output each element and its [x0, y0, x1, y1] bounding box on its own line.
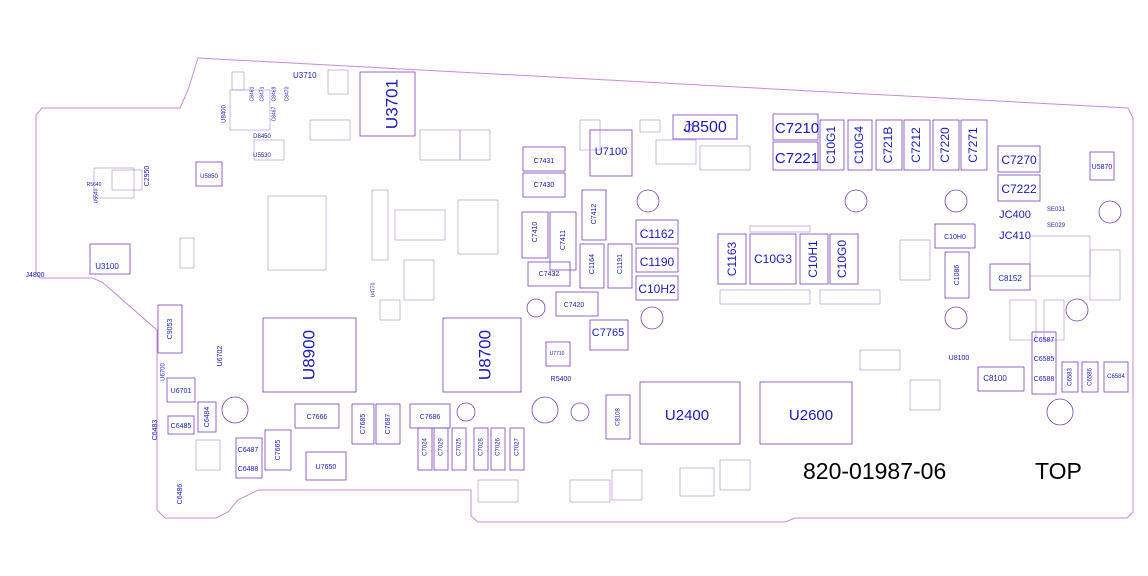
label-u7650: U7650 [316, 464, 337, 471]
label-u2400: U2400 [665, 407, 709, 424]
label-c7024: C7024 [423, 438, 429, 456]
label-c10g3: C10G3 [754, 252, 792, 266]
label-u3100: U3100 [95, 262, 119, 271]
label-u7100: U7100 [595, 146, 627, 158]
label-u5870: U5870 [1092, 164, 1113, 171]
label-c6585: C6585 [1034, 356, 1055, 363]
label-c6583: C6583 [1068, 368, 1074, 386]
label-u3710: U3710 [293, 71, 317, 80]
label-c10g4: C10G4 [852, 126, 866, 164]
label-c7431: C7431 [534, 158, 555, 165]
label-u5850: U5850 [200, 174, 218, 180]
label-u6700: U6700 [161, 363, 167, 381]
label-c8471: C8471 [259, 86, 265, 101]
label-c7685: C7685 [360, 414, 367, 435]
label-c7025: C7025 [457, 438, 463, 456]
label-c8470: C8470 [284, 86, 290, 101]
label-c1164: C1164 [589, 254, 596, 274]
label-u3701: U3701 [382, 79, 401, 129]
label-jc400: JC400 [999, 209, 1031, 221]
label-c9053: C9053 [167, 319, 174, 340]
label-c1086: C1086 [954, 265, 961, 286]
label-c7212: C7212 [909, 127, 923, 163]
label-u5540: U5540 [93, 188, 99, 203]
label-c7028: C7028 [479, 438, 485, 456]
label-c10h0: C10H0 [944, 234, 966, 241]
label-c7765: C7765 [592, 327, 624, 339]
label-c7222: C7222 [1001, 182, 1037, 196]
label-c6483: C6483 [152, 420, 159, 441]
label-u8100: U8100 [949, 355, 970, 362]
label-c8469: C8469 [271, 86, 277, 101]
label-j8500: J8500 [683, 119, 727, 136]
label-c721b: C721B [881, 127, 895, 164]
label-c7027: C7027 [515, 438, 521, 456]
label-c8108: C8108 [616, 408, 622, 426]
label-c10g0: C10G0 [835, 240, 849, 278]
label-j4800: J4800 [25, 272, 44, 279]
label-u8400: U8400 [222, 105, 228, 123]
label-c7686: C7686 [420, 414, 441, 421]
component-outlines [89, 71, 1129, 481]
label-c7271: C7271 [966, 127, 980, 163]
label-c6485: C6485 [171, 423, 192, 430]
label-c1191: C1191 [617, 254, 624, 274]
label-c6586: C6586 [1088, 368, 1094, 386]
label-c7412: C7412 [591, 204, 598, 225]
label-c8152: C8152 [998, 274, 1022, 283]
label-c7270: C7270 [1001, 153, 1037, 167]
label-c6488: C6488 [238, 466, 259, 473]
label-c10h1: C10H1 [806, 240, 820, 278]
label-r5640: R5640 [87, 182, 102, 188]
label-c10g1: C10G1 [824, 126, 838, 164]
mounting-holes [221, 123, 1122, 426]
label-c7221: C7221 [775, 150, 819, 167]
label-c6587: C6587 [1034, 337, 1055, 344]
label-u2600: U2600 [789, 407, 833, 424]
board-side-label: TOP [1035, 458, 1082, 484]
label-c8467: C8467 [271, 106, 277, 121]
component-labels: U3701 U3710 J8500 C7210 C7221 C10G1 C10G… [25, 71, 1125, 504]
label-se031: SE031 [1047, 207, 1066, 213]
label-c6486: C6486 [177, 484, 184, 505]
label-d8450: D8450 [253, 134, 271, 140]
pad-clusters [93, 69, 1121, 503]
label-c7411: C7411 [560, 230, 567, 250]
label-u4770: U4770 [370, 282, 376, 297]
label-c7026: C7026 [496, 438, 502, 456]
label-c8461: C8461 [249, 86, 255, 101]
label-u8700: U8700 [475, 330, 494, 380]
label-c2950: C2950 [144, 166, 151, 187]
label-u6702: U6702 [217, 346, 224, 367]
label-c7220: C7220 [938, 127, 952, 163]
label-c7410: C7410 [532, 222, 539, 243]
label-c7430: C7430 [534, 182, 555, 189]
label-c7210: C7210 [775, 120, 819, 137]
label-c1162: C1162 [640, 227, 675, 241]
label-c7687: C7687 [385, 414, 392, 435]
label-c8100: C8100 [983, 374, 1007, 383]
board-part-number: 820-01987-06 [803, 458, 947, 484]
label-r5400: R5400 [551, 376, 572, 383]
label-c6487: C6487 [238, 447, 259, 454]
label-c7029: C7029 [439, 438, 445, 456]
label-se029: SE029 [1047, 223, 1066, 229]
label-c7665: C7665 [275, 440, 282, 461]
label-c7432: C7432 [539, 271, 560, 278]
label-c6584: C6584 [1107, 374, 1125, 380]
board-outline [35, 57, 1134, 523]
label-u6701: U6701 [171, 388, 192, 395]
label-c7420: C7420 [564, 302, 585, 309]
label-c6484: C6484 [204, 407, 211, 428]
label-c1190: C1190 [640, 255, 675, 269]
label-u8900: U8900 [299, 330, 318, 380]
label-u7710: U7710 [550, 351, 565, 357]
label-c10h2: C10H2 [638, 282, 676, 296]
label-c6588: C6588 [1034, 376, 1055, 383]
label-c7666: C7666 [307, 414, 328, 421]
label-u5530: U5530 [253, 153, 271, 159]
label-jc410: JC410 [999, 230, 1031, 242]
label-c1163: C1163 [725, 241, 739, 276]
